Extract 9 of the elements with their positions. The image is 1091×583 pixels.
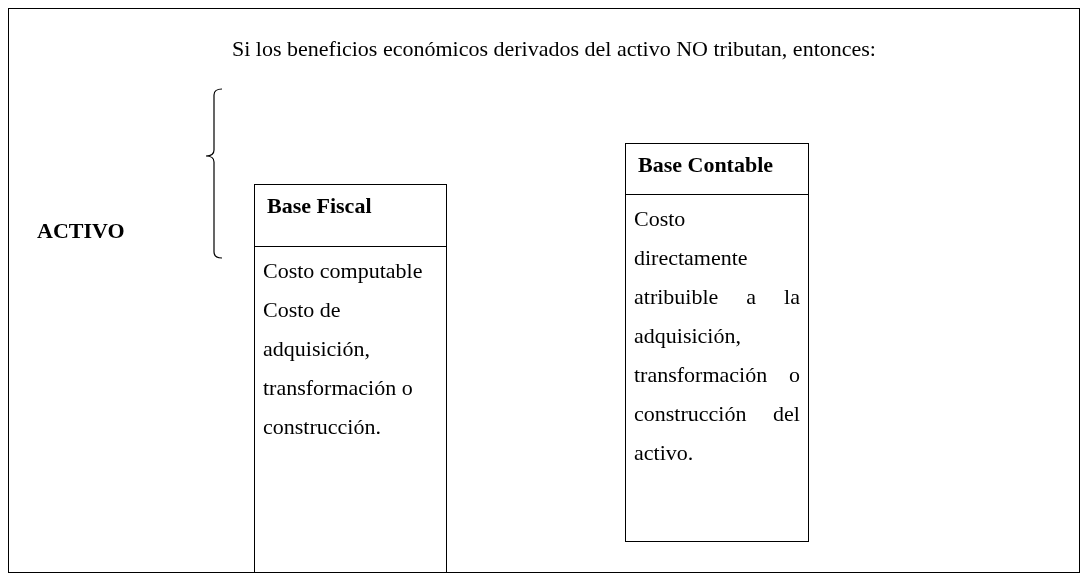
body-text: Costo computable xyxy=(263,257,424,285)
table-header: Base Fiscal xyxy=(255,185,446,247)
table-box xyxy=(254,184,447,573)
condition-note: Si los beneficios económicos derivados del activo NO tributan, entonces: xyxy=(232,35,877,63)
table-header: Base Contable xyxy=(626,144,808,195)
body-text: Costo directamente atribuible a la adquisición, transformación o construcción del activo. xyxy=(634,205,800,467)
heading-label: ACTIVO xyxy=(37,217,126,245)
table-box xyxy=(625,143,809,542)
body-text: Costo de adquisición, transformación o construcción. xyxy=(263,296,414,441)
